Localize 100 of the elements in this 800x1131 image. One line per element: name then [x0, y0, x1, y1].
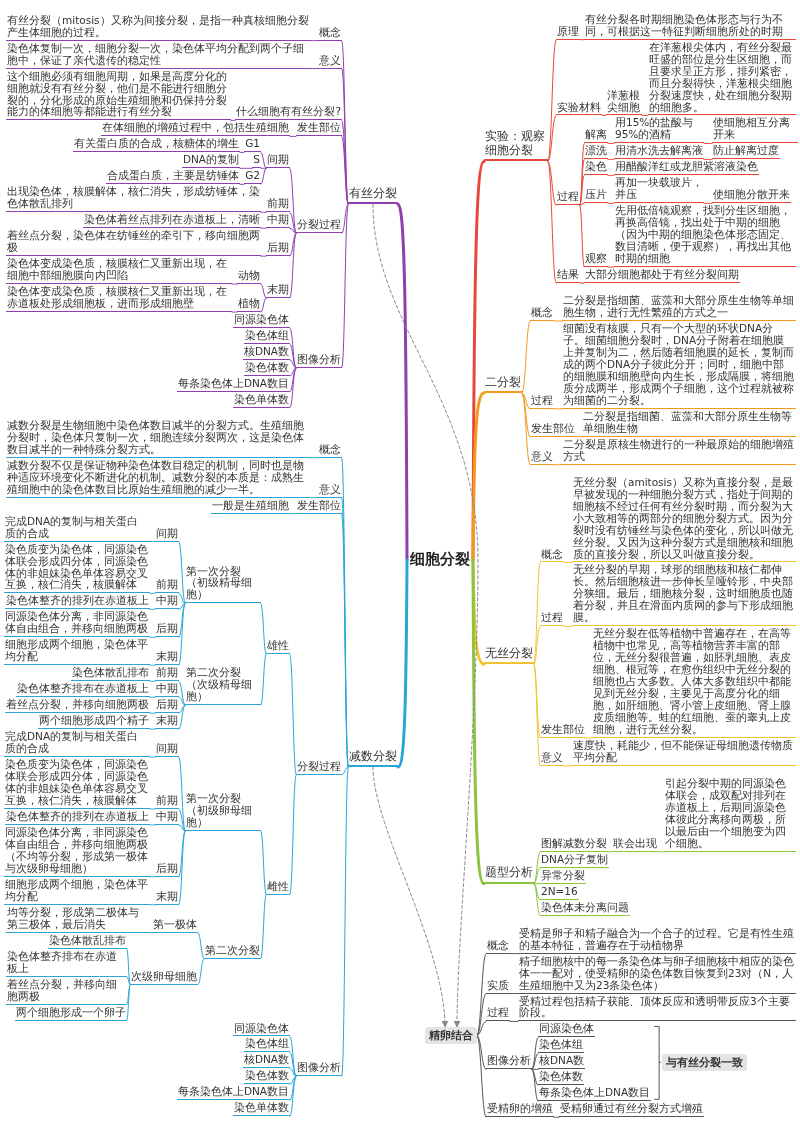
connector-line	[309, 457, 319, 459]
connector-line	[601, 115, 607, 116]
connector-line	[178, 704, 186, 714]
note-text: 染色体着丝点排列在赤道板上，清晰	[83, 214, 261, 229]
note-text: 同源染色体分离，非同源染色体自由组合，并移向细胞两极	[4, 611, 150, 638]
branch-line	[396, 558, 409, 769]
connector-line	[149, 824, 156, 826]
note-text: 引起分裂中期的同源染色体联会，成双配对排列在赤道板上，后期同源染色体彼此分离移向两极，所以最后由一个细胞变为四个细胞。	[664, 778, 796, 852]
note-text: 减数分裂是生物细胞中染色体数目减半的分裂方式。生殖细胞分裂时，染色体只复制一次，细胞连续分裂两次，这是染色体数目减半的一种特殊分裂方式。	[6, 419, 310, 458]
connector-line	[260, 297, 267, 313]
topic-label: 发生部位	[296, 122, 342, 137]
branch-topic: 题型分析	[484, 866, 534, 884]
note-text: 均等分裂，形成第二极体与第三极体，最后消失	[6, 906, 148, 933]
connector-line	[553, 464, 563, 466]
topic-box: 精卵结合	[425, 1026, 477, 1045]
connector-line	[309, 40, 319, 42]
note-text: 染色体整齐排布在赤道板上	[6, 950, 127, 977]
connector-line	[521, 320, 531, 394]
note-text: 用醋酸洋红或龙胆紫溶液染色	[614, 161, 759, 176]
note-text: 有丝分裂各时期细胞染色体形态与行为不同，可根据这一特征判断细胞所处的时期	[584, 13, 796, 40]
note-text: 先用低倍镜观察，找到分生区细胞，再换高倍镜，找出处于中期的细胞（因为中期的细胞染色体形态固定、数目清晰，便于观察），再找出其他时期的细胞	[614, 205, 796, 268]
connector-line	[476, 1034, 487, 1070]
connector-line	[533, 883, 541, 901]
connector-line	[607, 174, 615, 176]
connector-line	[547, 160, 557, 284]
topic-label: 联会出现	[612, 837, 658, 852]
connector-line	[289, 1051, 297, 1077]
connector-line	[178, 592, 186, 604]
topic-label: 染色体组	[538, 1039, 584, 1054]
note-text: 染色质变为染色体，同源染色体联会形成四分体，同源染色体的非姐妹染色单体容易交叉互换，核仁消失，核膜解体	[4, 759, 150, 809]
connector-line	[178, 696, 186, 706]
note-text: 速度快，耗能少，但不能保证母细胞遗传物质平均分配	[572, 740, 796, 766]
topic-label: 染色体未分离问题	[540, 901, 630, 916]
connector-line	[149, 712, 156, 714]
branch-line	[396, 202, 409, 562]
connector-line	[533, 851, 541, 885]
topic-label: S	[252, 154, 261, 169]
note-text: 用15%的盐酸与95%的酒精	[614, 117, 704, 144]
topic-label: 第一极体	[152, 918, 198, 933]
connector-line	[289, 367, 297, 377]
connector-line	[607, 851, 613, 853]
note-text: 使细胞相互分离开来	[712, 117, 798, 144]
connector-line	[553, 320, 563, 322]
connector-line	[289, 167, 297, 234]
topic-label: 染色	[584, 161, 608, 176]
connector-line	[260, 167, 267, 169]
connector-line	[178, 756, 186, 832]
topic-label: 间期	[155, 527, 179, 542]
topic-label: 末期	[155, 715, 179, 730]
connector-line	[260, 602, 267, 655]
connector-line	[126, 984, 131, 1021]
connector-line	[341, 203, 349, 234]
topic-label: 概念	[486, 939, 510, 954]
connector-line	[531, 1052, 539, 1070]
topic-label: 染色体数	[244, 361, 290, 376]
note-text: 出现染色体，核膜解体，核仁消失，形成纺锤体，染色体散乱排列	[6, 186, 261, 213]
connector-line	[289, 232, 297, 299]
note-text: 染色体变成染色质，核膜核仁又重新出现，在细胞中部细胞膜向内凹陷	[6, 258, 232, 285]
topic-label: 图解减数分裂	[540, 837, 608, 852]
connector-line	[641, 115, 649, 116]
note-text: 完成DNA的复制与相关蛋白质的合成	[4, 515, 150, 542]
connector-line	[289, 227, 297, 234]
topic-label: 染色体组	[244, 1038, 290, 1053]
connector-line	[521, 392, 531, 466]
connector-line	[289, 135, 297, 137]
topic-label: G2	[244, 170, 261, 185]
connector-line	[289, 1075, 297, 1117]
note-text: 二分裂是指细菌、蓝藻和大部分原生生物等单细胞生物	[582, 410, 796, 437]
connector-line	[533, 562, 541, 665]
note-text: 二分裂是原核生物进行的一种最原始的细胞增殖方式	[562, 438, 796, 465]
note-text: 染色体复制一次，细胞分裂一次，染色体平均分配到两个子细胞中，保证了亲代遗传的稳定性	[6, 42, 310, 69]
connector-line	[579, 39, 585, 41]
topic-label: 间期	[155, 743, 179, 758]
topic-label: 过程	[556, 191, 580, 206]
connector-line	[178, 602, 186, 666]
topic-label: 核DNA数	[242, 345, 290, 360]
note-text: 细菌没有核膜，只有一个大型的环状DNA分子。细菌细胞分裂时，DNA分子附着在细胞膜上并复制为二，然后随着细胞膜的延长，复制而成的两个DNA分子彼此分开；同时，细胞中部的细胞膜和细胞壁向内生长，形成隔膜，将细胞质分成两半，形成两个子细胞，这个过程就被称为细菌的二分裂。	[562, 323, 796, 409]
topic-label: 同源染色体	[538, 1023, 595, 1038]
connector-line	[178, 680, 186, 706]
note-text: 染色体整齐的排列在赤道板上	[5, 595, 150, 610]
topic-label: 2N=16	[540, 885, 579, 900]
connector-line	[149, 664, 156, 666]
note-text: 在洋葱根尖体内，有丝分裂最旺盛的部位是分生区细胞，而且要求呈正方形，排列紧密，而且分裂得快，洋葱根尖细胞分裂速度快，处在细胞分裂期的细胞多。	[648, 41, 796, 116]
central-topic: 细胞分裂	[407, 550, 473, 570]
connector-line	[289, 513, 297, 515]
connector-line	[289, 367, 297, 409]
topic-label: 什么细胞有有丝分裂?	[235, 106, 342, 121]
connector-line	[289, 343, 297, 369]
connector-line	[547, 115, 557, 162]
connector-line	[149, 541, 156, 543]
topic-label: 中期	[155, 683, 179, 698]
connector-line	[289, 1075, 297, 1085]
connector-line	[231, 283, 238, 285]
topic-label: 发生部位	[530, 422, 576, 437]
connector-line	[341, 766, 349, 776]
branch-topic: 二分裂	[484, 375, 522, 393]
topic-label: 末期	[266, 284, 290, 299]
connector-line	[607, 266, 615, 268]
connector-line	[341, 203, 349, 369]
connector-line	[547, 160, 557, 206]
